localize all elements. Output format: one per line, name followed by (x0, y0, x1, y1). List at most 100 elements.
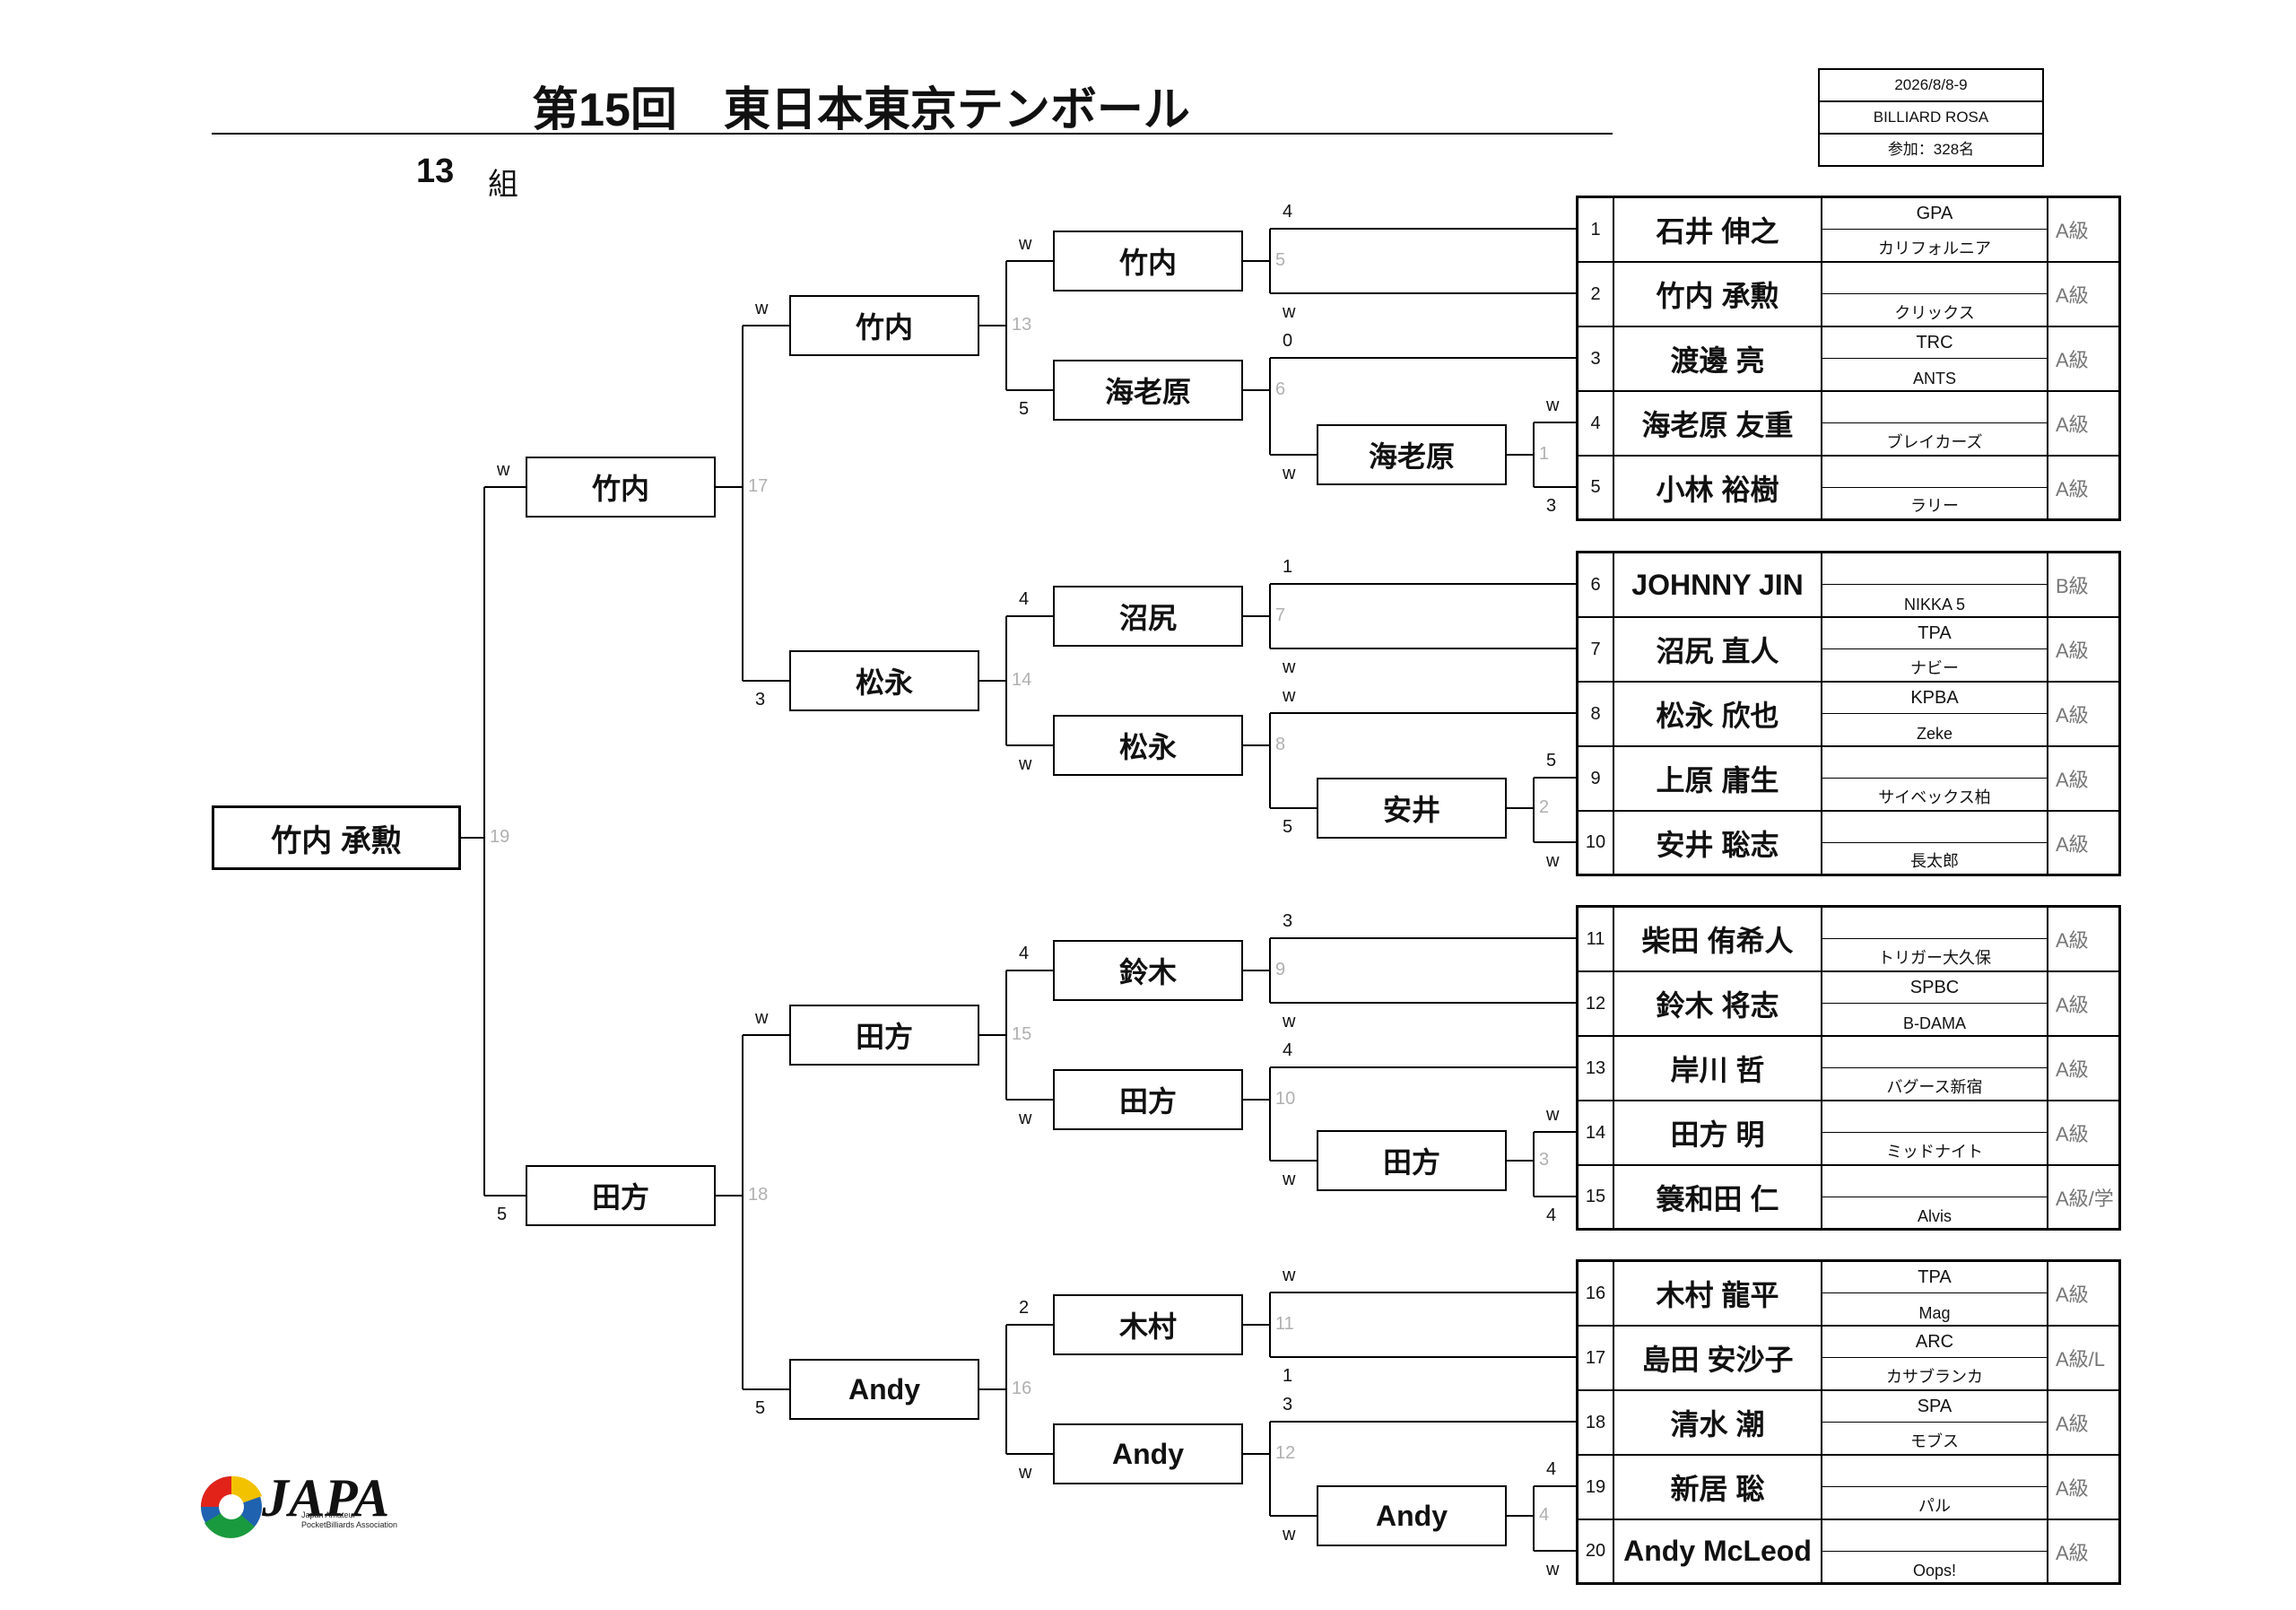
player-seed: 4 (1578, 392, 1614, 455)
player-club: B-DAMA (1902, 1014, 1966, 1032)
score-top: w (755, 299, 769, 318)
player-class: B級 (2056, 575, 2089, 597)
player-class: A級 (2056, 769, 2089, 791)
match-number: 8 (1275, 735, 1286, 754)
match-number: 18 (748, 1185, 769, 1205)
player-association (1822, 1456, 2047, 1487)
score-bottom: 4 (1546, 1205, 1557, 1225)
player-name: Andy McLeod (1614, 1520, 1822, 1582)
player-name: 沼尻 直人 (1614, 618, 1822, 681)
player-name: 上原 庸生 (1614, 747, 1822, 810)
match-winner-box: Andy (1317, 1485, 1507, 1546)
player-affiliation: ラリー (1822, 457, 2048, 518)
match-number: 17 (748, 476, 769, 496)
match-number: 9 (1275, 960, 1286, 979)
match-number: 2 (1539, 797, 1550, 817)
score-bottom: w (1019, 754, 1032, 774)
match-winner-box: 田方 (1317, 1130, 1507, 1191)
player-name: 柴田 侑希人 (1614, 908, 1822, 970)
player-association: TPA (1822, 1262, 2047, 1293)
match-winner-box: 安井 (1317, 778, 1507, 839)
score-bottom: w (1546, 851, 1560, 871)
player-affiliation: NIKKA 5 (1822, 553, 2048, 616)
match-winner-box: 竹内 (789, 295, 979, 356)
player-name: 木村 龍平 (1614, 1262, 1822, 1325)
player-association (1822, 1520, 2047, 1552)
score-bottom: 1 (1283, 1366, 1293, 1386)
score-bottom: 3 (755, 690, 766, 709)
player-club: パル (1918, 1497, 1951, 1515)
match-winner-box: 松永 (789, 650, 979, 711)
player-association (1822, 392, 2047, 423)
player-affiliation: TPA Mag (1822, 1262, 2048, 1325)
player-association: ARC (1822, 1327, 2047, 1358)
player-seed: 6 (1578, 553, 1614, 616)
match-number: 4 (1539, 1505, 1550, 1525)
player-name: 松永 欣也 (1614, 683, 1822, 745)
group-label: 組 (488, 168, 518, 202)
player-seed: 10 (1578, 812, 1614, 874)
match-number: 5 (1275, 250, 1286, 270)
player-seed: 5 (1578, 457, 1614, 518)
player-class: A級 (2056, 1477, 2089, 1500)
player-association: TRC (1822, 327, 2047, 359)
player-club: ミッドナイト (1886, 1143, 1983, 1161)
match-winner-box: Andy (789, 1359, 979, 1420)
player-seed: 14 (1578, 1101, 1614, 1164)
player-association (1822, 908, 2047, 939)
score-bottom: 3 (1546, 496, 1557, 516)
logo-wordmark: JAPA (261, 1468, 389, 1527)
player-seed: 9 (1578, 747, 1614, 810)
player-association: SPBC (1822, 972, 2047, 1004)
player-association (1822, 1037, 2047, 1068)
score-top: 3 (1283, 1395, 1293, 1414)
player-seed: 11 (1578, 908, 1614, 970)
player-name: 渡邊 亮 (1614, 327, 1822, 390)
player-seed: 16 (1578, 1262, 1614, 1325)
player-association: SPA (1822, 1391, 2047, 1423)
player-club: トリガー大久保 (1878, 949, 1991, 967)
player-name: 岸川 哲 (1614, 1037, 1822, 1100)
player-name: 海老原 友重 (1614, 392, 1822, 455)
player-class: A級 (2056, 349, 2089, 371)
player-affiliation: バグース新宿 (1822, 1037, 2048, 1100)
champion-box: 竹内 承勲 (212, 805, 461, 870)
player-club: Alvis (1917, 1207, 1952, 1225)
match-number: 12 (1275, 1443, 1296, 1463)
player-name: 簔和田 仁 (1614, 1166, 1822, 1228)
player-affiliation: トリガー大久保 (1822, 908, 2048, 970)
score-bottom: w (1283, 1170, 1296, 1189)
title-divider (212, 133, 1613, 135)
event-info-box: 2026/8/8-9 BILLIARD ROSA 参加：328名 (1818, 68, 2044, 167)
match-winner-box: 鈴木 (1053, 940, 1243, 1001)
player-class: A級 (2056, 1284, 2089, 1306)
player-club: サイベックス柏 (1878, 788, 1991, 806)
player-class: A級 (2056, 1541, 2089, 1564)
player-club: ナビー (1910, 659, 1959, 677)
score-bottom: w (1019, 1109, 1032, 1128)
player-class: A級 (2056, 994, 2089, 1016)
player-club: カリフォルニア (1878, 239, 1991, 257)
player-name: 清水 潮 (1614, 1391, 1822, 1454)
player-class: A級 (2056, 929, 2089, 952)
player-affiliation: Oops! (1822, 1520, 2048, 1582)
player-seed: 1 (1578, 198, 1614, 261)
player-name: 田方 明 (1614, 1101, 1822, 1164)
match-winner-box: 竹内 (1053, 231, 1243, 292)
player-affiliation: クリックス (1822, 263, 2048, 326)
score-top: 5 (1546, 751, 1557, 770)
player-club: ブレイカーズ (1886, 433, 1983, 451)
player-club: Oops! (1912, 1562, 1957, 1580)
player-seed: 2 (1578, 263, 1614, 326)
japa-logo: JAPA (201, 1468, 389, 1538)
player-club: クリックス (1894, 304, 1975, 322)
player-club: Mag (1918, 1304, 1951, 1322)
player-name: 小林 裕樹 (1614, 457, 1822, 518)
